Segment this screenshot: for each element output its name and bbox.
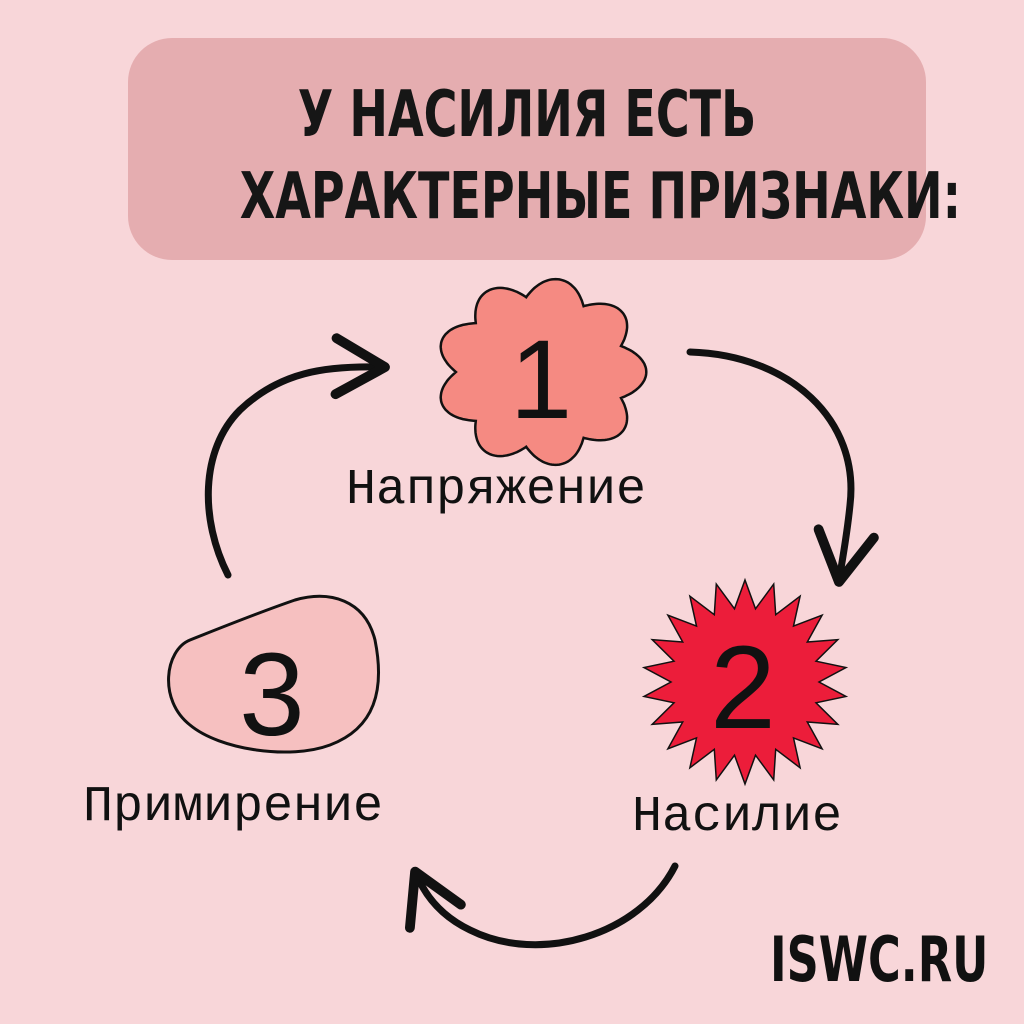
stage-2-number: 2 [710,622,776,754]
stage-2-starburst-shape: 2 [641,577,849,787]
stage-3-number: 3 [239,629,305,761]
stage-2-label: Насилие [632,789,843,846]
stage-3-label: Примирение [83,779,384,836]
stage-1-label: Напряжение [346,462,647,519]
title-banner [128,38,926,260]
brand-logo: ISWC.RU [770,923,989,996]
title-line-1: У НАСИЛИЯ ЕСТЬ [297,78,757,152]
stage-1-number: 1 [510,317,572,442]
cycle-arrow-icon [686,348,879,587]
cycle-arrow-icon [405,862,679,949]
cycle-arrow-icon [204,333,390,579]
stage-3-blob-shape: 3 [167,594,381,761]
stage-1-flower-shape: 1 [439,277,648,467]
